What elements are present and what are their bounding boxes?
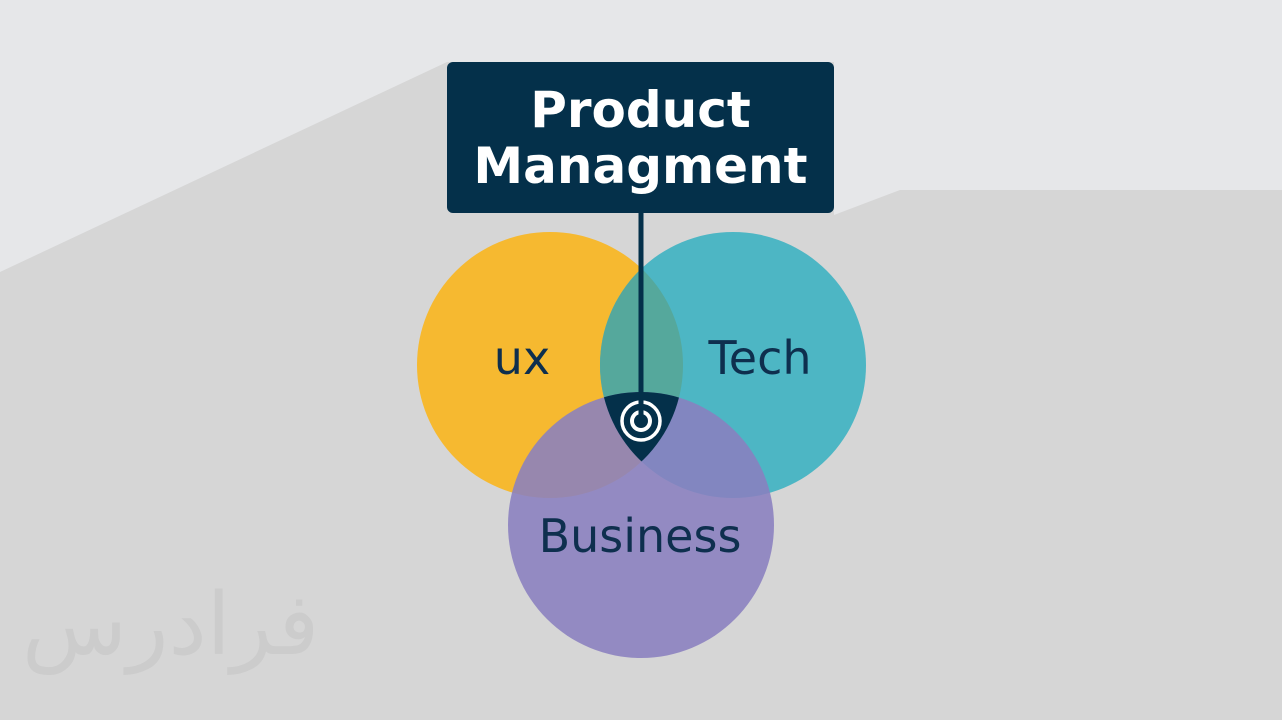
- title-line-1: Product: [530, 80, 751, 139]
- watermark-logo: فرادرس: [22, 575, 320, 675]
- tech-label: Tech: [708, 331, 812, 385]
- title-line-2: Managment: [473, 136, 808, 195]
- business-circle: [508, 392, 774, 658]
- business-label: Business: [538, 509, 742, 563]
- product-management-box: Product Managment: [447, 62, 834, 213]
- ux-label: ux: [493, 331, 551, 385]
